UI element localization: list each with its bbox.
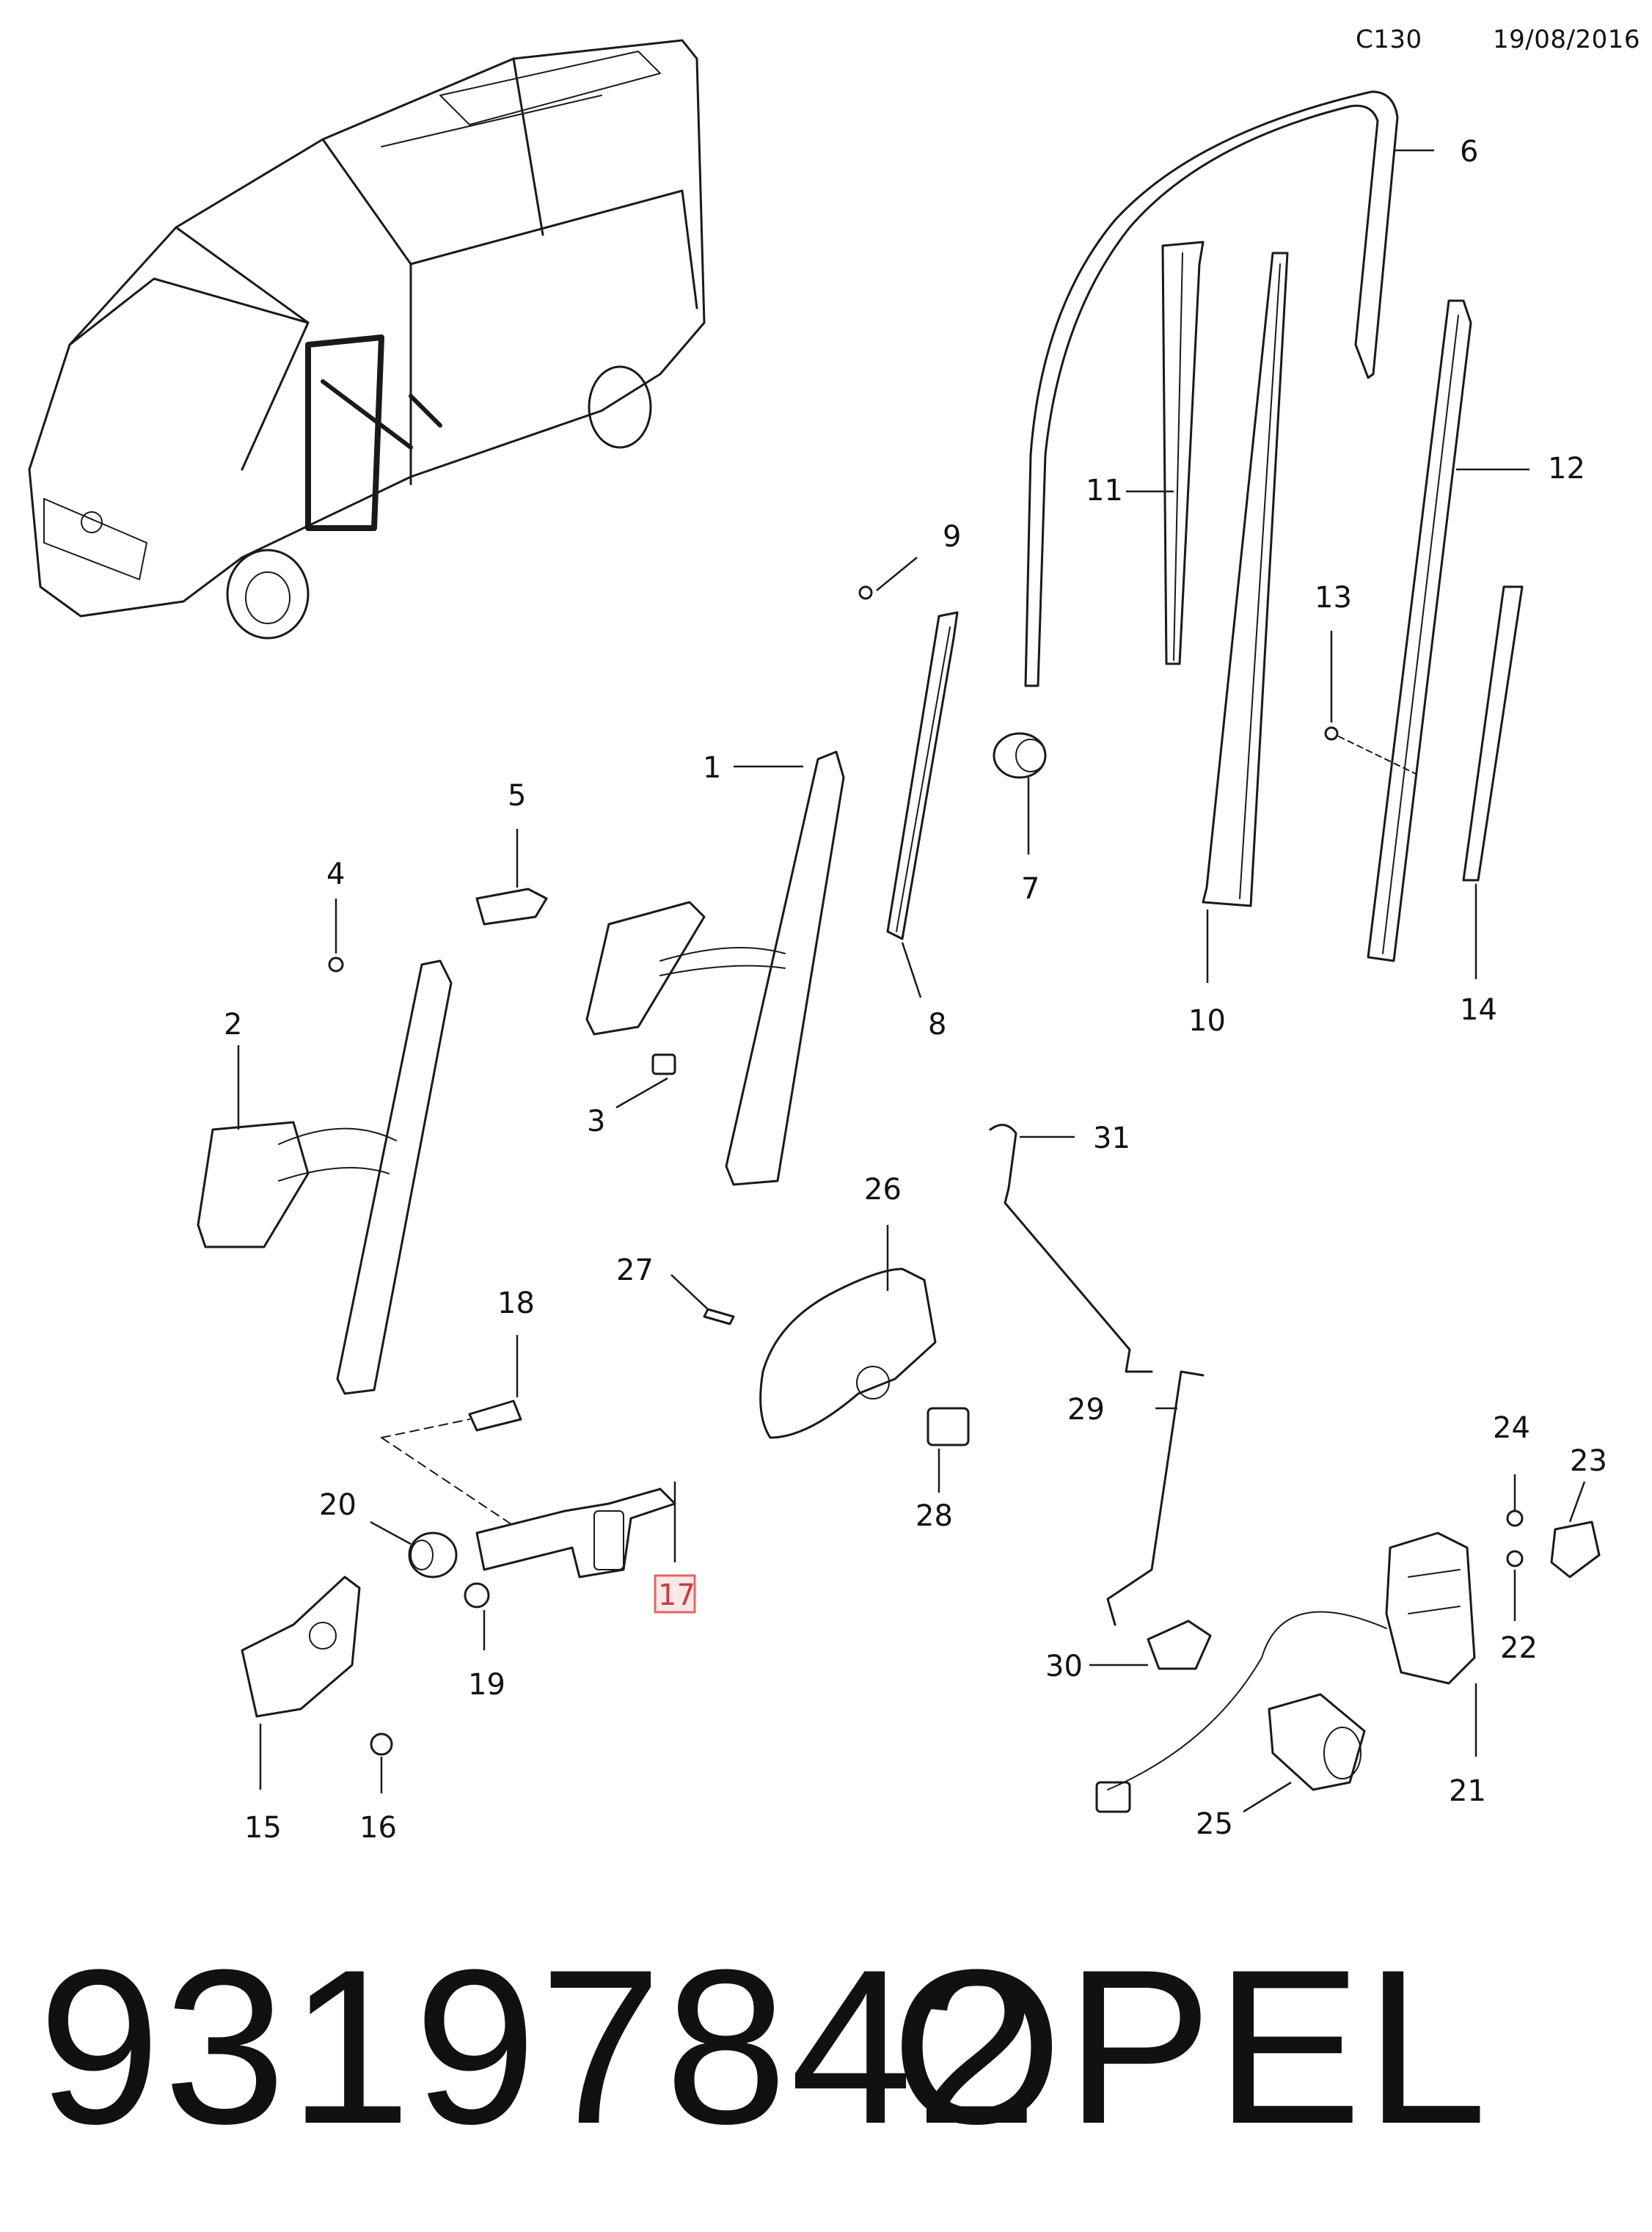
highlight-box-17 (654, 1574, 696, 1614)
callout-3[interactable]: 3 (587, 1105, 605, 1138)
part-12-channel (1367, 299, 1472, 962)
callout-24[interactable]: 24 (1493, 1411, 1530, 1445)
part-24-screw (1506, 1510, 1524, 1527)
callout-12[interactable]: 12 (1548, 452, 1585, 486)
part-20-bushing (408, 1532, 458, 1578)
part-7-grommet (993, 732, 1047, 779)
leader-lines (237, 149, 1586, 1813)
callout-17[interactable]: 17 (658, 1578, 695, 1612)
callout-9[interactable]: 9 (943, 520, 961, 554)
part-22-screw (1506, 1550, 1524, 1567)
callout-28[interactable]: 28 (915, 1499, 953, 1533)
part-14-strip (1462, 585, 1524, 882)
callout-numbers: 1 2 3 4 5 6 7 8 9 10 11 12 13 14 15 16 1… (224, 135, 1607, 1845)
callout-4[interactable]: 4 (326, 857, 345, 891)
callout-15[interactable]: 15 (244, 1811, 282, 1845)
part-11-channel (1161, 241, 1205, 665)
part-26-inner-handle (759, 1267, 937, 1439)
diagram-code: C130 (1356, 25, 1422, 54)
part-19-nut (464, 1582, 490, 1609)
callout-6[interactable]: 6 (1460, 135, 1478, 169)
callout-16[interactable]: 16 (359, 1811, 397, 1845)
callout-1[interactable]: 1 (703, 751, 721, 785)
part-8-guide-rail (858, 585, 959, 940)
part-13-screw (1324, 726, 1417, 775)
callout-20[interactable]: 20 (319, 1488, 357, 1522)
callout-10[interactable]: 10 (1188, 1004, 1226, 1038)
callout-5[interactable]: 5 (508, 779, 526, 813)
part-23-striker (1550, 1521, 1601, 1578)
callout-13[interactable]: 13 (1315, 581, 1352, 615)
diagram-date: 19/08/2016 (1493, 25, 1640, 54)
callout-14[interactable]: 14 (1460, 993, 1497, 1027)
callout-21[interactable]: 21 (1449, 1774, 1486, 1808)
callout-2[interactable]: 2 (224, 1008, 242, 1042)
part-number: 93197842 (38, 1923, 1041, 2170)
part-31-rod (989, 1124, 1153, 1373)
callout-23[interactable]: 23 (1570, 1444, 1607, 1478)
callout-30[interactable]: 30 (1045, 1650, 1083, 1683)
callout-31[interactable]: 31 (1093, 1122, 1130, 1155)
callout-26[interactable]: 26 (864, 1173, 902, 1207)
part-10-channel (1202, 252, 1289, 907)
callout-27[interactable]: 27 (616, 1254, 654, 1287)
part-27-screw (703, 1308, 735, 1325)
part-3-nut (651, 1053, 676, 1075)
callout-8[interactable]: 8 (928, 1008, 946, 1042)
part-17-door-check (475, 1488, 676, 1578)
part-15-hinge (241, 1576, 361, 1718)
callout-29[interactable]: 29 (1067, 1393, 1105, 1427)
callout-7[interactable]: 7 (1021, 872, 1039, 906)
part-21-door-lock (1095, 1532, 1476, 1813)
callout-11[interactable]: 11 (1086, 474, 1123, 508)
brand-name: OPEL (891, 1923, 1491, 2170)
parts-diagram: 1 2 3 4 5 6 7 8 9 10 11 12 13 14 15 16 1… (28, 39, 1607, 1845)
callout-19[interactable]: 19 (468, 1668, 505, 1702)
callout-22[interactable]: 22 (1500, 1631, 1538, 1665)
callout-25[interactable]: 25 (1196, 1807, 1233, 1841)
part-28-clip (926, 1407, 970, 1446)
part-29-rod (1106, 1370, 1205, 1626)
part-4-screw (328, 956, 344, 973)
part-1-window-regulator (585, 750, 845, 1186)
part-2-window-regulator (197, 959, 453, 1395)
part-16-bolt (370, 1732, 393, 1756)
van-illustration (28, 39, 706, 640)
callout-18[interactable]: 18 (497, 1287, 535, 1320)
part-18-bolt (381, 1399, 522, 1526)
part-25-lock-cylinder (1268, 1693, 1366, 1791)
part-30-clip (1147, 1620, 1212, 1670)
part-6-frame-seal (1024, 90, 1399, 687)
part-5-pin (475, 888, 548, 926)
